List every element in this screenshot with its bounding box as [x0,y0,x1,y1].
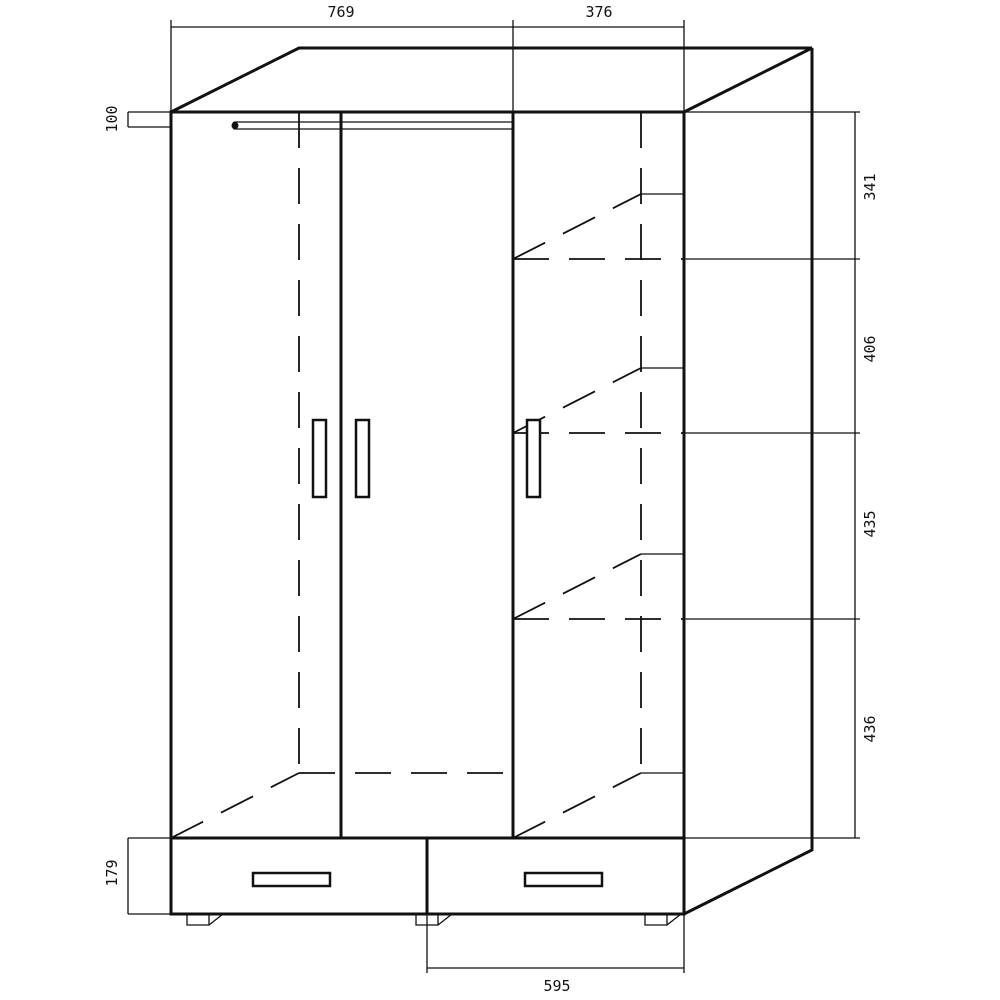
side-panel [683,48,814,916]
shelf-3-diagonal [512,553,642,620]
hidden-interior-lines [170,112,684,839]
floor-diagonal-right [512,772,642,839]
shelf-1-diagonal [512,193,642,260]
foot-middle [415,913,453,926]
top-panel [170,46,813,114]
dim-right-3: 435 [861,510,879,537]
door-handles [311,418,542,499]
dim-drawer-height: 179 [103,859,121,886]
dimension-labels: 769 376 100 179 341 406 435 436 595 [103,3,879,995]
wardrobe-carcass [169,46,814,916]
drawer-handle-left [251,871,332,888]
dim-right-4: 436 [861,715,879,742]
dim-right-1: 341 [861,173,879,200]
dim-top-right: 376 [585,3,612,21]
feet [186,913,682,926]
foot-left [186,913,224,926]
front-outline [169,110,686,916]
door-handle-left [311,418,328,499]
floor-diagonal-left [170,772,300,839]
rail-bar [232,121,514,130]
dim-right-2: 406 [861,335,879,362]
dim-bottom: 595 [543,977,570,995]
dim-rod-offset: 100 [103,105,121,132]
door-handle-right [525,418,542,499]
rail-end [231,122,239,129]
foot-right [644,913,682,926]
hanging-rail [231,121,514,130]
drawer-handles [251,871,604,888]
dim-top-left: 769 [327,3,354,21]
drawer-handle-right [523,871,604,888]
dimension-lines [127,20,860,973]
door-handle-middle [354,418,371,499]
